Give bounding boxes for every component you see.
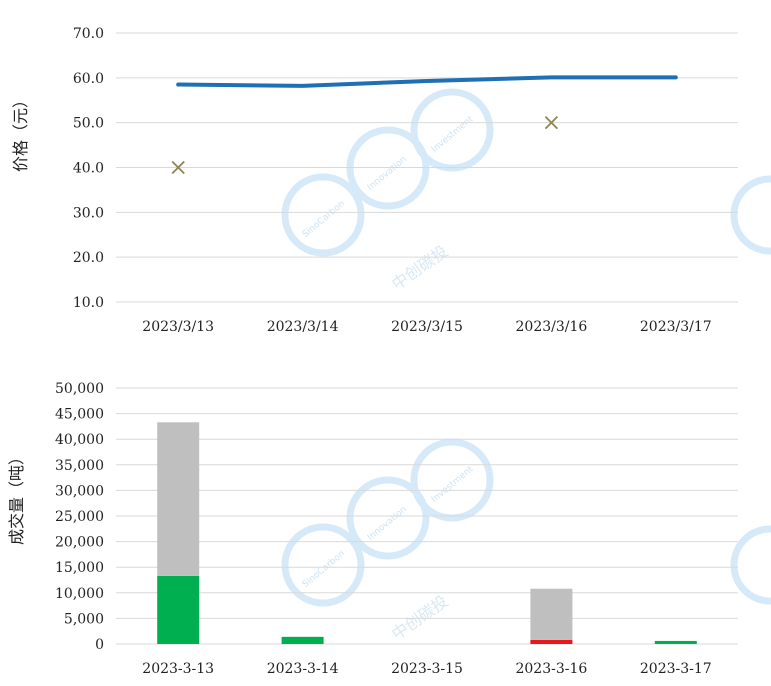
watermark-text: SinoCarbon: [301, 199, 347, 240]
price-x-tick-label: 2023/3/16: [516, 319, 588, 335]
volume-bar-segment: [157, 575, 200, 644]
volume-y-tick-label: 25,000: [55, 509, 104, 525]
volume-y-tick-label: 35,000: [55, 458, 104, 474]
volume-x-tick-label: 2023-3-17: [640, 661, 712, 677]
watermark-ring: [730, 175, 771, 255]
price-x-tick-label: 2023/3/14: [267, 319, 339, 335]
marker-stroke: [171, 160, 185, 175]
volume-bar-segment: [530, 639, 573, 644]
price-x-ticks: 2023/3/13 2023/3/14 2023/3/15 2023/3/16 2023…: [142, 319, 711, 335]
volume-y-tick-label: 45,000: [55, 407, 104, 423]
watermark-text: Innovation: [366, 505, 409, 543]
price-y-tick-label: 40.0: [73, 161, 104, 177]
volume-grid: [116, 387, 738, 645]
watermark-group: SinoCarbon Innovation Investment 中创碳投: [281, 438, 771, 644]
volume-bar-segment: [530, 588, 573, 640]
price-y-tick-label: 60.0: [73, 71, 104, 87]
volume-x-tick-label: 2023-3-13: [142, 661, 214, 677]
volume-bar-segment: [281, 636, 324, 644]
volume-bars: [157, 422, 697, 644]
watermark-ring: [281, 173, 365, 257]
volume-x-tick-label: 2023-3-14: [267, 661, 339, 677]
volume-y-tick-label: 0: [95, 637, 104, 653]
volume-y-tick-label: 40,000: [55, 432, 104, 448]
watermark-text: Investment: [430, 114, 476, 155]
watermark-cn: 中创碳投: [388, 591, 451, 643]
volume-y-tick-label: 15,000: [55, 560, 104, 576]
price-y-tick-label: 70.0: [73, 26, 104, 42]
price-x-tick-label: 2023/3/15: [391, 319, 463, 335]
price-x-tick-label: 2023/3/17: [640, 319, 712, 335]
volume-x-ticks: 2023-3-13 2023-3-14 2023-3-15 2023-3-16 2023…: [142, 661, 711, 677]
watermark-ring: [281, 523, 365, 607]
volume-y-tick-label: 5,000: [64, 611, 104, 627]
volume-y-ticks: 0 5,000 10,000 15,000 20,000 25,000 30,000 35,0…: [55, 381, 104, 653]
marker-stroke: [544, 116, 559, 130]
volume-chart: 0 5,000 10,000 15,000 20,000 25,000 30,000 35,0…: [7, 381, 738, 677]
volume-x-tick-label: 2023-3-16: [515, 661, 587, 677]
watermark-ring: [730, 525, 771, 605]
price-y-axis-label: 价格（元）: [11, 92, 30, 172]
watermark-text: Investment: [430, 464, 476, 505]
price-x-marker: [171, 160, 185, 175]
watermark-layer: SinoCarbonInnovationInvestment中创碳投SinoCa…: [281, 88, 771, 644]
price-x-marker: [544, 116, 559, 130]
volume-x-tick-label: 2023-3-15: [391, 661, 463, 677]
watermark-ring: [346, 476, 430, 560]
watermark-text: Innovation: [366, 155, 409, 193]
volume-bar-segment: [157, 422, 200, 576]
price-line-series: [176, 75, 678, 88]
price-y-ticks: 10.0 20.0 30.0 40.0 50.0 60.0 70.0: [73, 26, 104, 311]
volume-y-tick-label: 50,000: [55, 381, 104, 397]
price-marker-series: [171, 116, 559, 175]
volume-y-tick-label: 10,000: [55, 586, 104, 602]
price-grid: [116, 32, 738, 303]
watermark-text: SinoCarbon: [301, 549, 347, 590]
volume-y-tick-label: 20,000: [55, 535, 104, 551]
price-y-tick-label: 30.0: [73, 205, 104, 221]
volume-y-axis-label: 成交量（吨）: [7, 449, 26, 545]
watermark-cn: 中创碳投: [388, 241, 451, 293]
price-line: [176, 75, 678, 88]
volume-bar-segment: [654, 640, 697, 644]
price-y-tick-label: 10.0: [73, 295, 104, 311]
watermark-ring: [410, 438, 494, 522]
price-y-tick-label: 20.0: [73, 250, 104, 266]
price-y-tick-label: 50.0: [73, 116, 104, 132]
volume-y-tick-label: 30,000: [55, 483, 104, 499]
price-x-tick-label: 2023/3/13: [142, 319, 214, 335]
